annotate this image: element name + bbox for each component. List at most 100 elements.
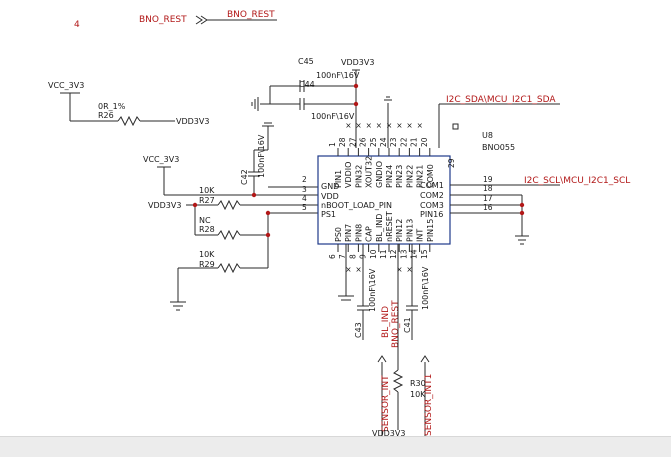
top-pin-num-22: 22 <box>399 137 408 147</box>
junction-c45 <box>353 83 359 89</box>
top-pin-name-22: PIN22 <box>405 165 414 188</box>
bottom-pin-num-7: 7 <box>338 254 347 259</box>
bottom-pin-x-8: × <box>355 265 361 274</box>
top-pin-name-24: PIN24 <box>385 165 394 188</box>
net-label-vdd-r26: VDD3V3 <box>176 117 209 126</box>
c44-ref: C44 <box>299 80 315 89</box>
bottom-pin-x-13: × <box>406 265 412 274</box>
bottom-pin-num-8: 8 <box>348 254 357 259</box>
bottom-pin-x-12: × <box>396 265 402 274</box>
bottom-pin-num-11: 11 <box>379 249 388 259</box>
bottom-pin-num-15: 15 <box>420 249 429 259</box>
c42-ref: C42 <box>240 169 249 185</box>
top-pin-x-22: × <box>406 121 412 130</box>
net-label-bl-ind: BL_IND <box>381 306 391 338</box>
c41-value: 100nF\16V <box>421 266 430 310</box>
c42-value: 100nF\16V <box>257 134 266 178</box>
chip-right-pins: COM1 19 COM2 18 COM3 17 PIN16 16 <box>420 175 493 219</box>
top-pin-num-1: 1 <box>328 142 337 147</box>
junction-r28 <box>265 232 271 238</box>
bottom-pin-num-13: 13 <box>399 249 408 259</box>
r28-value: NC <box>199 216 211 225</box>
top-pin-name-1: PIN1 <box>334 170 343 188</box>
c43-value: 100nF\16V <box>368 268 377 312</box>
top-pin-num-24: 24 <box>379 137 388 147</box>
top-pin-num-25: 25 <box>369 137 378 147</box>
bottom-pin-num-6: 6 <box>328 254 337 259</box>
r27-ref: R27 <box>199 196 215 205</box>
top-pin-name-26: XOUT32 <box>365 156 374 188</box>
pin-2-name: GND <box>321 182 339 191</box>
pin-18-name: COM2 <box>420 191 444 200</box>
pin-5-num: 5 <box>302 203 307 212</box>
c45-ref: C45 <box>298 57 314 66</box>
top-pin-num-26: 26 <box>359 137 368 147</box>
connector-sensor-int <box>377 355 387 363</box>
bottom-pin-name-12: PIN12 <box>395 219 404 242</box>
top-pin-num-27: 27 <box>348 137 357 147</box>
bottom-pin-name-8: PIN8 <box>354 224 363 242</box>
top-pin-x-27: × <box>355 121 361 130</box>
bottom-pin-name-10: BL_IND <box>375 214 384 242</box>
top-pin-name-25: GNDIO <box>375 161 384 188</box>
top-pin-name-28: VDDIO <box>344 162 353 188</box>
net-label-i2c-sda: I2C_SDA\MCU_I2C1_SDA <box>446 95 556 105</box>
net-label-sensor-int: SENSOR_INT <box>381 375 391 432</box>
junction-r27 <box>192 202 198 208</box>
connector-sensor-int1 <box>420 355 430 363</box>
top-pin-x-23: × <box>396 121 402 130</box>
top-pin-name-20: COM0 <box>426 164 435 188</box>
net-label-vdd-bottom: VDD3V3 <box>372 429 405 438</box>
net-label-bno-rest-bottom: BNO_REST <box>391 300 401 348</box>
net-label-i2c-scl: I2C_SCL\MCU_I2C1_SCL <box>524 176 630 186</box>
top-pin-num-23: 23 <box>389 137 398 147</box>
pin-17-num: 17 <box>483 194 493 203</box>
footer-strip <box>0 436 671 457</box>
pin-29-num: 29 <box>447 158 456 168</box>
pin-18-num: 18 <box>483 184 493 193</box>
pin-3-name: VDD <box>321 192 339 201</box>
bottom-pin-name-13: PIN13 <box>405 219 414 242</box>
pin-5-name: PS1 <box>321 210 336 219</box>
bottom-pin-name-15: PIN15 <box>426 219 435 242</box>
top-pin-x-21: × <box>417 121 423 130</box>
bottom-pin-name-6: PS0 <box>334 227 343 242</box>
chip-left-pins: 2 GND 3 VDD 4 nBOOT_LOAD_PIN 5 PS1 <box>302 175 392 219</box>
r26-ref: R26 <box>98 111 114 120</box>
top-pin-x-28: × <box>345 121 351 130</box>
top-pin-num-21: 21 <box>410 137 419 147</box>
r27-value: 10K <box>199 186 215 195</box>
net-label-vcc-top: VCC_3V3 <box>48 81 84 90</box>
top-pin-x-24: × <box>386 121 392 130</box>
top-pin-x-25: × <box>376 121 382 130</box>
resistor-r26 <box>117 115 141 127</box>
net-label-vdd-left: VDD3V3 <box>148 201 181 210</box>
pin-4-name: nBOOT_LOAD_PIN <box>321 201 392 210</box>
junction-com3 <box>519 202 525 208</box>
top-pin-name-27: PIN32 <box>354 165 363 188</box>
net-label-bno-rest-left: BNO_REST <box>139 15 187 25</box>
junction-ps1 <box>265 210 271 216</box>
bottom-pin-name-9: CAP <box>365 226 374 242</box>
r29-ref: R29 <box>199 260 215 269</box>
pin-29-marker <box>452 123 459 130</box>
chip-part: BNO055 <box>482 143 515 152</box>
top-pin-num-20: 20 <box>420 137 429 147</box>
top-pin-num-28: 28 <box>338 137 347 147</box>
r28-ref: R28 <box>199 225 215 234</box>
page-marker: 4 <box>74 20 80 30</box>
chip-bottom-pins: 6PS07PIN7×8PIN8×9CAP10BL_IND11nRESET12PI… <box>328 211 435 274</box>
net-label-vcc-mid: VCC_3V3 <box>143 155 179 164</box>
top-pin-x-26: × <box>366 121 372 130</box>
resistor-r30 <box>392 369 404 393</box>
r26-value: 0R_1% <box>98 102 126 111</box>
r30-ref: R30 <box>410 379 426 388</box>
net-label-sensor-int1: SENSOR_INT1 <box>424 374 434 436</box>
chip-ref: U8 <box>482 131 493 140</box>
c41-ref: C41 <box>403 317 412 333</box>
c45-value: 100nF\16V <box>316 71 360 80</box>
bottom-pin-num-12: 12 <box>389 249 398 259</box>
